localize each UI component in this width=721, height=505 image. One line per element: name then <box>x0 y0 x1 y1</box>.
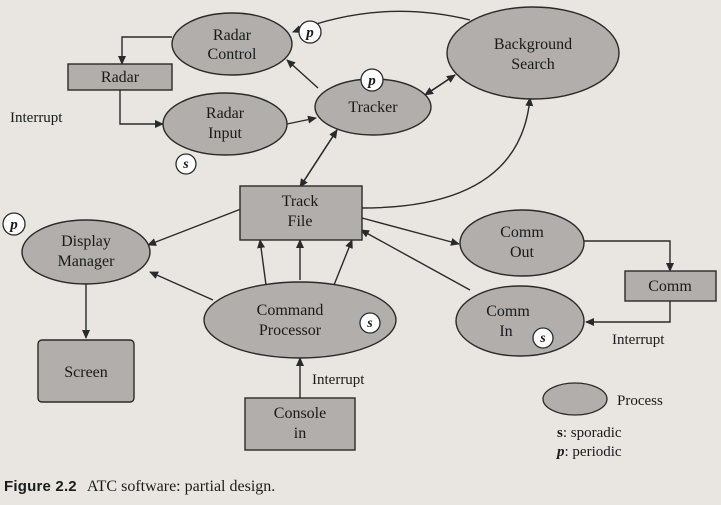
node-background-search: Background Search <box>446 6 620 100</box>
figure-label: Figure 2.2 <box>4 478 77 495</box>
node-tracker: Tracker <box>314 78 432 136</box>
tracker-label: Tracker <box>348 99 398 116</box>
edges <box>82 10 674 398</box>
radar-control-label-line2: Control <box>208 46 257 63</box>
node-comm-in: Comm In <box>455 285 585 357</box>
badge-periodic-radar-control-text: p <box>304 25 314 41</box>
comm-out-label-line2: Out <box>510 244 535 261</box>
node-display-manager: Display Manager <box>21 219 151 285</box>
track-file-label-line1: Track <box>282 193 319 210</box>
edge-radar-input-to-tracker <box>286 115 317 125</box>
edge-track-file-to-comm-out <box>361 217 460 246</box>
edge-radar-to-radar-input <box>119 90 164 128</box>
caption-text: ATC software: partial design. <box>86 478 276 495</box>
badge-sporadic-radar-input-text: s <box>182 157 189 172</box>
badge-periodic-display-manager: p <box>2 212 26 236</box>
node-console-in: Console in <box>244 397 356 451</box>
badge-sporadic-radar-input: s <box>175 153 197 175</box>
legend-sporadic-row: s: sporadic <box>557 425 622 441</box>
edge-radar-control-to-radar <box>118 36 172 65</box>
background-search-label-line1: Background <box>494 36 572 53</box>
command-processor-label-line1: Command <box>257 302 324 319</box>
figure-caption: Figure 2.2 ATC software: partial design. <box>4 478 275 496</box>
radar-input-label-line1: Radar <box>206 105 245 122</box>
edge-background-search-to-tracker <box>424 74 456 96</box>
command-processor-label-line2: Processor <box>259 322 322 339</box>
badge-periodic-tracker-text: p <box>366 73 376 89</box>
legend-periodic-row: p: periodic <box>555 444 622 460</box>
node-comm: Comm <box>624 270 717 302</box>
comm-in-label-line2: In <box>499 323 512 340</box>
comm-out-label-line1: Comm <box>500 224 544 241</box>
legend-periodic-text: : periodic <box>565 444 622 460</box>
console-in-label-line1: Console <box>274 405 326 422</box>
legend-sporadic-text: : sporadic <box>563 425 622 441</box>
badge-periodic-tracker: p <box>360 68 384 92</box>
legend-process-swatch <box>542 382 608 416</box>
edge-command-processor-to-track-file-left <box>257 239 267 286</box>
radar-control-label-line1: Radar <box>213 27 252 44</box>
legend: Process s: sporadic p: periodic <box>542 382 663 460</box>
legend-periodic-key: p <box>555 444 565 460</box>
edge-tracker-to-track-file <box>299 129 338 188</box>
badge-sporadic-comm-in: s <box>532 327 554 349</box>
badge-sporadic-comm-in-text: s <box>539 331 546 346</box>
display-manager-label-line2: Manager <box>58 253 116 270</box>
badge-sporadic-command-processor-text: s <box>366 316 373 331</box>
node-radar-control: Radar Control <box>171 12 293 76</box>
badge-periodic-radar-control: p <box>298 20 322 44</box>
track-file-label-line2: File <box>288 213 313 230</box>
node-track-file: Track File <box>239 185 363 241</box>
background-search-label-line2: Search <box>511 56 555 73</box>
console-in-label-line2: in <box>294 425 306 442</box>
edge-comm-to-comm-in <box>585 301 671 326</box>
badge-periodic-display-manager-text: p <box>8 217 18 233</box>
comm-label: Comm <box>648 278 692 295</box>
comm-in-label-line1: Comm <box>486 303 530 320</box>
edge-comm-out-to-comm <box>584 240 674 272</box>
radar-input-label-line2: Input <box>208 125 242 142</box>
node-radar: Radar <box>67 63 173 91</box>
edge-command-processor-to-display-manager <box>149 271 214 301</box>
interrupt-label-radar: Interrupt <box>10 110 63 126</box>
node-command-processor: Command Processor <box>203 281 397 359</box>
edge-track-file-to-display-manager <box>147 208 242 246</box>
legend-process-label: Process <box>617 393 663 409</box>
edge-track-file-to-background-search <box>361 97 534 209</box>
interrupt-label-comm: Interrupt <box>612 332 665 348</box>
display-manager-label-line1: Display <box>61 233 111 250</box>
edge-comm-in-to-track-file <box>360 229 471 291</box>
legend-sporadic-key: s <box>557 425 563 441</box>
edge-tracker-to-radar-control <box>286 59 319 89</box>
radar-label: Radar <box>101 69 140 86</box>
node-radar-input: Radar Input <box>162 92 288 156</box>
interrupt-label-console: Interrupt <box>312 372 365 388</box>
node-comm-out: Comm Out <box>459 209 585 277</box>
node-screen: Screen <box>37 339 135 403</box>
screen-label: Screen <box>64 364 108 381</box>
badge-sporadic-command-processor: s <box>359 312 381 334</box>
edge-command-processor-to-track-file-right <box>333 239 353 286</box>
